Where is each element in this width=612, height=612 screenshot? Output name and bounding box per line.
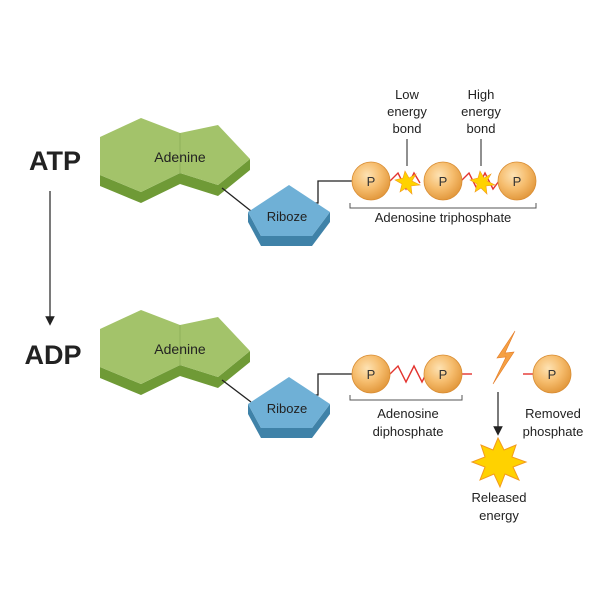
- atp-phosphate-2-label: P: [439, 174, 448, 189]
- adenosine-triphosphate-label: Adenosine triphosphate: [375, 210, 512, 225]
- adp-riboze: Riboze: [248, 377, 330, 438]
- atp-adenine-label: Adenine: [154, 149, 206, 165]
- atp-adenine: Adenine: [100, 118, 250, 203]
- high-energy-bond-label: High energy bond: [461, 87, 501, 166]
- atp-bracket: [349, 203, 537, 209]
- adenosine-diphosphate-label-line2: diphosphate: [373, 424, 444, 439]
- svg-text:bond: bond: [393, 121, 422, 136]
- atp-phosphate-3-label: P: [513, 174, 522, 189]
- removed-phosphate-p-label: P: [548, 367, 557, 382]
- adp-phosphate-1-label: P: [367, 367, 376, 382]
- svg-text:energy: energy: [387, 104, 427, 119]
- released-energy-label-line2: energy: [479, 508, 519, 523]
- svg-text:High: High: [468, 87, 495, 102]
- removed-phosphate-label-line1: Removed: [525, 406, 581, 421]
- released-energy-label-line1: Released: [472, 490, 527, 505]
- adp-adenine-riboze-bond: [221, 379, 252, 403]
- svg-text:energy: energy: [461, 104, 501, 119]
- svg-text:bond: bond: [467, 121, 496, 136]
- atp-low-energy-bond: [389, 171, 421, 191]
- adp-phosphate-2: P: [423, 354, 463, 394]
- adp-riboze-label: Riboze: [267, 401, 307, 416]
- atp-adenine-riboze-bond: [221, 187, 252, 212]
- svg-text:Low: Low: [395, 87, 419, 102]
- lightning-bolt-icon: [492, 330, 516, 385]
- atp-riboze-label: Riboze: [267, 209, 307, 224]
- low-energy-spark-icon: [394, 170, 422, 195]
- adp-bond: [389, 364, 427, 384]
- atp-phosphate-2: P: [423, 161, 463, 201]
- adp-adenine-label: Adenine: [154, 341, 206, 357]
- atp-phosphate-1: P: [351, 161, 391, 201]
- high-energy-spark-icon: [469, 170, 497, 195]
- atp-phosphate-1-label: P: [367, 174, 376, 189]
- released-energy-burst-icon: [470, 436, 528, 489]
- adenosine-diphosphate-label-line1: Adenosine: [377, 406, 438, 421]
- adp-adenine: Adenine: [100, 310, 250, 395]
- adp-phosphate-1: P: [351, 354, 391, 394]
- atp-riboze: Riboze: [248, 185, 330, 246]
- adp-bracket: [349, 395, 463, 401]
- removed-phosphate-label-line2: phosphate: [523, 424, 584, 439]
- removed-phosphate: P: [532, 354, 572, 394]
- adp-phosphate-2-label: P: [439, 367, 448, 382]
- low-energy-bond-label: Low energy bond: [387, 87, 427, 166]
- atp-phosphate-3: P: [497, 161, 537, 201]
- atp-title: ATP: [29, 146, 81, 176]
- adp-title: ADP: [24, 340, 81, 370]
